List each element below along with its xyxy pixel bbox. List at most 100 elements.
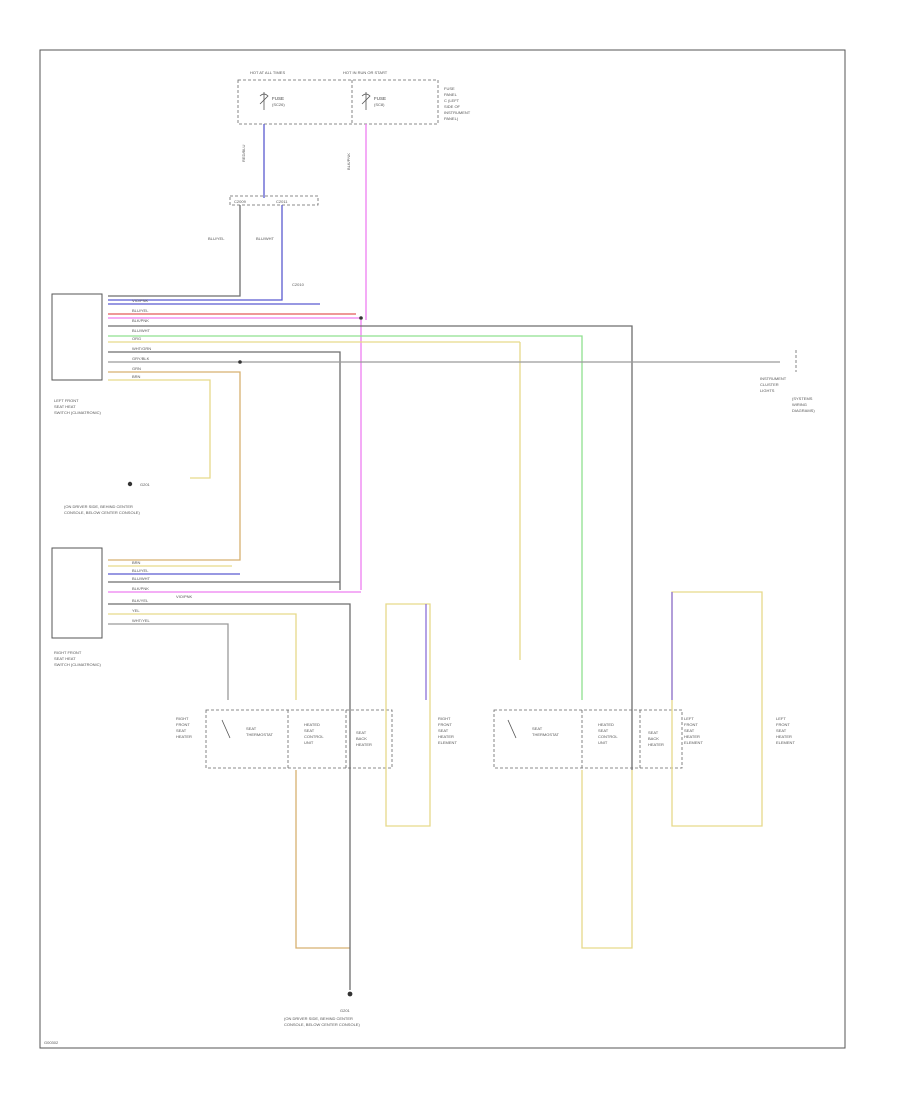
wl-grn: GRN bbox=[132, 366, 141, 371]
left-seat-heat-switch: LEFT FRONT SEAT HEAT SWITCH (CLIMATRONIC… bbox=[51, 293, 103, 415]
wl-blk-pnk: BLK/PNK bbox=[132, 318, 149, 323]
wire-r-gry bbox=[108, 623, 229, 700]
wire-fuse-b-down bbox=[360, 124, 367, 590]
wire-l-yel-ground bbox=[108, 379, 211, 479]
splice-dot-1 bbox=[238, 360, 242, 364]
fuse-a-icon bbox=[259, 92, 269, 110]
ref-label-3: LIGHTS bbox=[760, 388, 775, 393]
wire-l-black bbox=[108, 325, 633, 770]
wl-vio-pnk: VIO/PNK bbox=[132, 298, 149, 303]
left-switch-label-2: SEAT HEAT bbox=[54, 404, 76, 409]
left-switch-box bbox=[51, 293, 103, 381]
ls-elem-4: HEATER bbox=[684, 734, 700, 739]
fuse-panel-label-3: C (LEFT bbox=[444, 98, 460, 103]
ground-mid-desc-2: CONSOLE, BELOW CENTER CONSOLE) bbox=[64, 510, 140, 515]
fuse-panel-label-5: INSTRUMENT bbox=[444, 110, 471, 115]
ref-sub-3: DIAGRAMS) bbox=[792, 408, 815, 413]
ls-thermo-2: THERMOSTAT bbox=[532, 732, 560, 737]
ground-g201-bottom: G201 (ON DRIVER SIDE, BEHIND CENTER CONS… bbox=[284, 1008, 360, 1027]
wire-label-blu-yel: BLU/YEL bbox=[208, 236, 225, 241]
right-seat-assembly: RIGHT FRONT SEAT HEATER SEAT THERMOSTAT … bbox=[176, 603, 457, 997]
ls-back-1: SEAT bbox=[648, 730, 659, 735]
ground-bottom-dot bbox=[347, 991, 353, 997]
right-switch-label-3: SWITCH (CLIMATRONIC) bbox=[54, 662, 101, 667]
rs-heater-l-3: SEAT bbox=[176, 728, 187, 733]
rs-ctrl-1: HEATED bbox=[304, 722, 320, 727]
fuse-panel-label-4: SIDE OF bbox=[444, 104, 461, 109]
fuse-b-ref: (SC8) bbox=[374, 102, 385, 107]
ls-elem-5: ELEMENT bbox=[684, 740, 703, 745]
right-switch-label-1: RIGHT FRONT bbox=[54, 650, 82, 655]
wire-c2011-left bbox=[108, 205, 283, 301]
wire-l-black2 bbox=[108, 351, 341, 590]
fuse-panel-label-6: PANEL) bbox=[444, 116, 459, 121]
wr-brn: BRN bbox=[132, 560, 141, 565]
wire-label-blu-wht: BLU/WHT bbox=[256, 236, 275, 241]
wire-l-brown bbox=[108, 371, 241, 561]
wr-blu-wht: BLU/WHT bbox=[132, 576, 151, 581]
ls-switch-symbol bbox=[507, 719, 517, 739]
rs-cush-4: HEATER bbox=[438, 734, 454, 739]
right-switch-wires: BRN BLU/YEL BLU/WHT BLK/PNK BLK/YEL YEL … bbox=[108, 560, 361, 770]
wire-l-green bbox=[108, 335, 583, 700]
wr-yel: YEL bbox=[132, 608, 140, 613]
rs-heater-l-4: HEATER bbox=[176, 734, 192, 739]
rs-back-1: SEAT bbox=[356, 730, 367, 735]
ground-mid-label: G201 bbox=[140, 482, 151, 487]
ground-bottom-label: G201 bbox=[340, 1008, 351, 1013]
ground-g201-mid: G201 (ON DRIVER SIDE, BEHIND CENTER CONS… bbox=[64, 481, 151, 515]
rs-back-2: BACK bbox=[356, 736, 367, 741]
ground-bottom-desc-1: (ON DRIVER SIDE, BEHIND CENTER bbox=[284, 1016, 353, 1021]
wl-wht-grn: WHT/GRN bbox=[132, 346, 151, 351]
ref-sub-2: WIRING bbox=[792, 402, 807, 407]
fuse-a-name: FUSE bbox=[272, 96, 284, 101]
ls-cush-1: LEFT bbox=[776, 716, 786, 721]
wire-r-yel2 bbox=[108, 613, 297, 700]
wr-blk-yel: BLK/YEL bbox=[132, 598, 149, 603]
fuse-b-icon bbox=[361, 92, 371, 110]
ls-cush-4: HEATER bbox=[776, 734, 792, 739]
rs-cush-5: ELEMENT bbox=[438, 740, 457, 745]
wire-l-yel bbox=[108, 341, 521, 660]
wire-label-blk-pnk: BLK/PNK bbox=[346, 153, 351, 170]
rs-cush-3: SEAT bbox=[438, 728, 449, 733]
rs-wire-brown-down bbox=[295, 770, 350, 949]
wr-blu-yel: BLU/YEL bbox=[132, 568, 149, 573]
wr-wht-yel: WHT/YEL bbox=[132, 618, 151, 623]
wr-blk-pnk: BLK/PNK bbox=[132, 586, 149, 591]
splice-dot-2 bbox=[359, 316, 363, 320]
left-seat-assembly: SEAT THERMOSTAT HEATED SEAT CONTROL UNIT… bbox=[493, 591, 795, 949]
ground-bottom-desc-2: CONSOLE, BELOW CENTER CONSOLE) bbox=[284, 1022, 360, 1027]
right-seat-control-outline bbox=[205, 709, 393, 769]
ls-ctrl-4: UNIT bbox=[598, 740, 608, 745]
fuse-panel-label-2: PANEL bbox=[444, 92, 458, 97]
fuse-panel-label-1: FUSE bbox=[444, 86, 455, 91]
rs-thermo-2: THERMOSTAT bbox=[246, 732, 274, 737]
rs-thermo-1: SEAT bbox=[246, 726, 257, 731]
rs-heater-loop bbox=[385, 603, 431, 827]
rs-ctrl-3: CONTROL bbox=[304, 734, 324, 739]
ls-elem-2: FRONT bbox=[684, 722, 698, 727]
wl-blu-wht: BLU/WHT bbox=[132, 328, 151, 333]
fuse-a-ref: (SC26) bbox=[272, 102, 285, 107]
wl-org: ORG bbox=[132, 336, 141, 341]
ls-elem-3: SEAT bbox=[684, 728, 695, 733]
rs-ctrl-4: UNIT bbox=[304, 740, 314, 745]
wl-brn: BRN bbox=[132, 374, 141, 379]
ref-label-2: CLUSTER bbox=[760, 382, 779, 387]
wr-vio-pnk: VIO/PNK bbox=[176, 594, 193, 599]
fuse-panel: HOT AT ALL TIMES HOT IN RUN OR START FUS… bbox=[237, 70, 471, 125]
fuse-b-top-label: HOT IN RUN OR START bbox=[343, 70, 388, 75]
fuse-panel-outline bbox=[237, 79, 439, 125]
connector-c2009 bbox=[229, 195, 319, 206]
right-switch-box bbox=[51, 547, 103, 639]
wire-r-blk2 bbox=[108, 603, 351, 770]
ls-back-3: HEATER bbox=[648, 742, 664, 747]
wl-gry-blk: GRY/BLK bbox=[132, 356, 150, 361]
rs-switch-symbol bbox=[221, 719, 231, 739]
ls-ctrl-3: CONTROL bbox=[598, 734, 618, 739]
connector-c2010-label: C2010 bbox=[292, 282, 305, 287]
instrument-cluster-ref: INSTRUMENT CLUSTER LIGHTS (SYSTEMS WIRIN… bbox=[760, 350, 815, 413]
ls-ctrl-2: SEAT bbox=[598, 728, 609, 733]
